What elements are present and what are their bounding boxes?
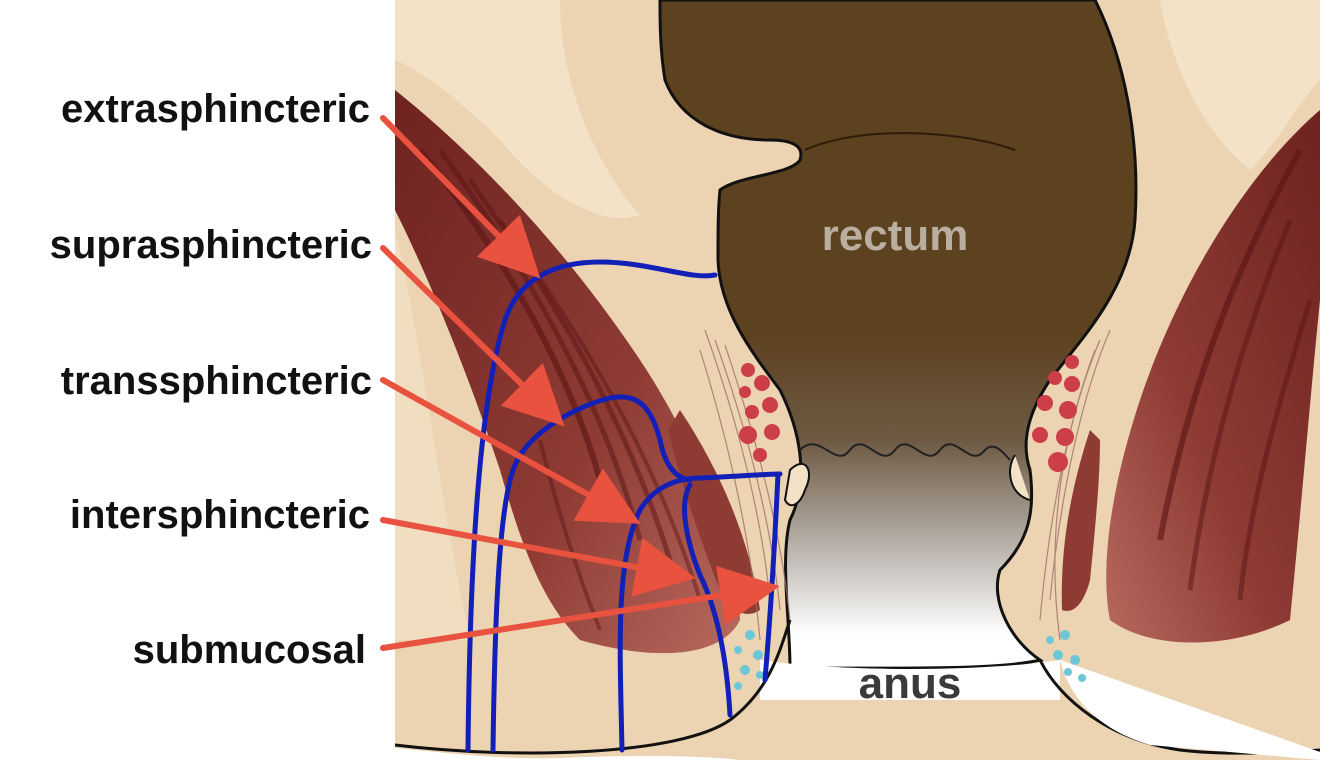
label-suprasphincteric: suprasphincteric — [50, 223, 372, 267]
right-sphincter-muscle — [1061, 110, 1320, 643]
label-extrasphincteric: extrasphincteric — [61, 87, 370, 131]
label-arrows — [380, 115, 780, 651]
transsphincteric-arrow — [380, 377, 641, 524]
extrasphincteric-tract — [465, 259, 718, 753]
label-intersphincteric: intersphincteric — [70, 493, 370, 537]
label-transsphincteric: transsphincteric — [61, 359, 372, 403]
label-submucosal: submucosal — [133, 628, 366, 672]
perianal-skin — [394, 454, 1321, 760]
label-anus: anus — [859, 659, 962, 708]
label-rectum: rectum — [822, 211, 969, 260]
intersphincteric-tract — [682, 482, 733, 718]
anal-glands-right — [1032, 329, 1111, 682]
suprasphincteric-arrow — [380, 245, 565, 427]
suprasphincteric-tract — [490, 394, 693, 753]
transsphincteric-tract — [617, 471, 783, 753]
extrasphincteric-arrow — [380, 115, 541, 279]
submucosal-arrow — [380, 565, 780, 651]
rectum-anal-canal — [658, 0, 1138, 700]
intersphincteric-arrow — [380, 517, 696, 597]
